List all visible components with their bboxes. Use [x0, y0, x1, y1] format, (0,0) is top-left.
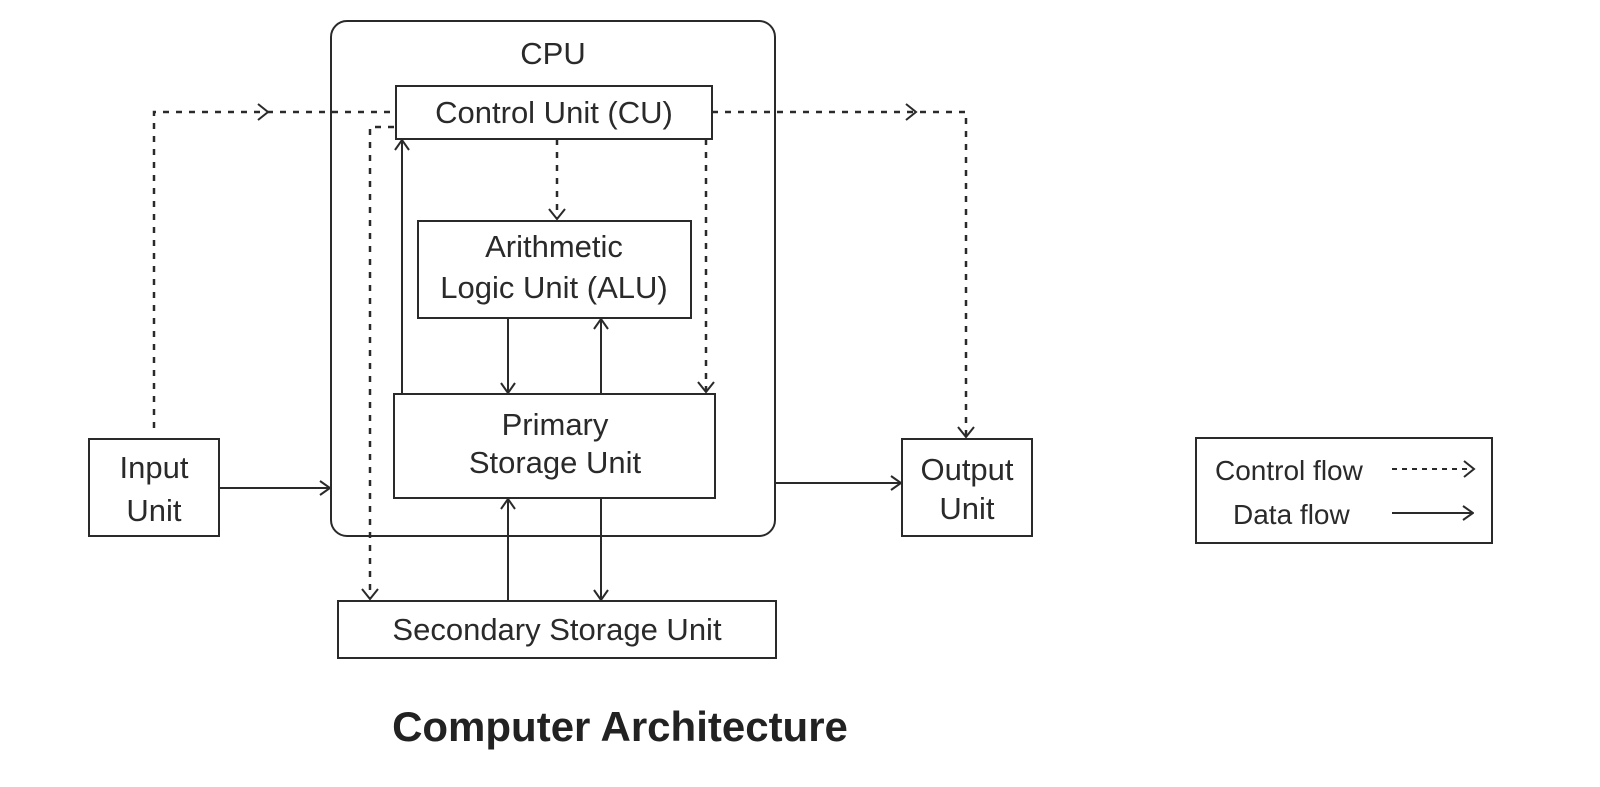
secondary-storage-box: [337, 600, 777, 659]
alu-box: [417, 220, 692, 319]
psu-label-line1: Primary: [502, 407, 609, 442]
edge-cu-to-ssu: [368, 125, 394, 599]
control-unit-label: Control Unit (CU): [435, 95, 673, 130]
alu-label-line2: Logic Unit (ALU): [440, 270, 667, 305]
psu-label-line2: Storage Unit: [469, 445, 642, 480]
ssu-label: Secondary Storage Unit: [392, 612, 722, 647]
legend-box: [1195, 437, 1493, 544]
input-label-line2: Unit: [126, 493, 182, 528]
output-unit-box: [901, 438, 1033, 537]
diagram-title: Computer Architecture: [392, 703, 848, 750]
arrowhead-cu-psu: [697, 381, 715, 394]
arrowhead-cu-alu: [548, 208, 566, 221]
legend-control-arrowhead: [1463, 460, 1476, 478]
edge-input-to-cu: [152, 110, 396, 428]
arrowhead-cu-output-mid: [905, 103, 918, 121]
cpu-label: CPU: [520, 36, 585, 71]
arrowhead-cu-ssu: [361, 588, 379, 601]
output-label-line1: Output: [920, 452, 1013, 487]
arrowhead-cu-output: [957, 426, 975, 439]
input-label-line1: Input: [120, 450, 189, 485]
legend-data-label: Data flow: [1233, 499, 1350, 530]
edge-cu-to-output: [712, 110, 968, 437]
legend-control-label: Control flow: [1215, 455, 1364, 486]
primary-storage-box: [393, 393, 716, 499]
cpu-container: [330, 20, 776, 537]
output-label-line2: Unit: [939, 491, 995, 526]
alu-label-line1: Arithmetic: [485, 229, 623, 264]
arrowhead-input-cu: [257, 103, 270, 121]
